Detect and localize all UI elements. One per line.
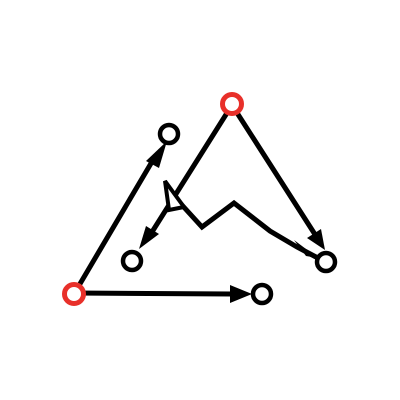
edge-left-to-bottom	[71, 285, 252, 303]
target-node-middle-left	[120, 249, 144, 273]
edge-zigzag-line	[178, 199, 319, 260]
edge-line	[229, 102, 319, 239]
edge-line	[71, 157, 156, 297]
arrowhead-filled	[139, 226, 159, 249]
source-node-left	[62, 282, 86, 306]
target-node-upper-left	[157, 122, 181, 146]
edge-line	[149, 102, 235, 235]
arrowhead-filled	[307, 229, 325, 250]
edge-left-to-upper-left	[71, 141, 167, 297]
arrowhead-filled	[294, 240, 318, 258]
source-node-top	[220, 92, 244, 116]
edge-top-to-right	[229, 102, 325, 250]
target-node-right	[314, 250, 338, 274]
arrowhead-filled	[146, 141, 167, 168]
edge-top-to-middle-left	[139, 102, 235, 249]
edge-line	[71, 290, 235, 297]
edge-zigzag-right-to-middle-left	[163, 179, 319, 260]
target-node-bottom	[250, 282, 274, 306]
arrowhead-filled	[230, 285, 252, 303]
arrowhead-open	[163, 179, 188, 213]
